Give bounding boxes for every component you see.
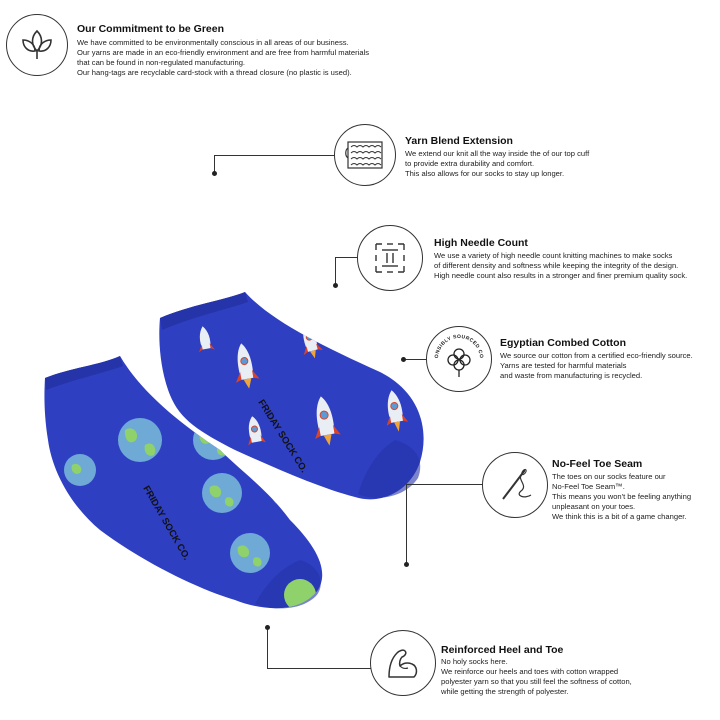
feature-text-line: Our hang-tags are recyclable card-stock … bbox=[77, 68, 352, 77]
cotton-badge-icon: RESPONSIBLY SOURCED COTTON bbox=[427, 327, 484, 377]
needle-thread-icon bbox=[502, 468, 532, 500]
feature-text-line: We source our cotton from a certified ec… bbox=[500, 351, 693, 360]
feature-text-line: that can be found in non-regulated manuf… bbox=[77, 58, 246, 67]
connector-toe bbox=[406, 484, 483, 565]
heel-icon-circle bbox=[370, 630, 436, 696]
feature-no-feel-toe-seam: No-Feel Toe Seam The toes on our socks f… bbox=[482, 452, 692, 521]
feature-text-line: No-Feel Toe Seam™. bbox=[552, 482, 625, 491]
green-icon-circle bbox=[6, 14, 68, 76]
feature-title: No-Feel Toe Seam bbox=[552, 458, 643, 470]
leaves-icon bbox=[22, 29, 52, 59]
feature-text-line: unpleasant on your toes. bbox=[552, 502, 636, 511]
connector-dot bbox=[333, 283, 338, 288]
feature-yarn-blend: Yarn Blend Extension We extend our knit … bbox=[0, 0, 720, 200]
feature-green: Our Commitment to be Green We have commi… bbox=[0, 0, 720, 100]
connector-yarn bbox=[214, 155, 335, 174]
feature-text-line: while getting the strength of polyester. bbox=[441, 687, 569, 696]
connector-dot bbox=[212, 171, 217, 176]
feature-title: Egyptian Combed Cotton bbox=[500, 337, 626, 349]
feature-text-line: This also allows for our socks to stay u… bbox=[405, 169, 565, 178]
cotton-icon-circle: RESPONSIBLY SOURCED COTTON bbox=[426, 326, 492, 392]
connector-needle bbox=[335, 257, 358, 286]
connector-dot bbox=[265, 625, 270, 630]
feature-text-line: We use a variety of high needle count kn… bbox=[434, 251, 673, 260]
feature-text-line: and waste from manufacturing is recycled… bbox=[500, 371, 643, 380]
feature-title: Reinforced Heel and Toe bbox=[441, 644, 564, 656]
toe-seam-icon-circle bbox=[482, 452, 548, 518]
feature-text-line: No holy socks here. bbox=[441, 657, 508, 666]
cotton-flower-icon bbox=[447, 348, 471, 377]
feature-text-line: polyester yarn so that you still feel th… bbox=[441, 677, 632, 686]
feature-text-line: to provide extra durability and comfort. bbox=[405, 159, 535, 168]
feature-title: High Needle Count bbox=[434, 237, 528, 249]
feature-text-line: High needle count also results in a stro… bbox=[434, 271, 688, 280]
feature-text-line: We think this is a bit of a game changer… bbox=[552, 512, 687, 521]
yarn-icon-circle bbox=[334, 124, 396, 186]
connector-dot bbox=[404, 562, 409, 567]
needle-icon-circle bbox=[357, 225, 423, 291]
grid-pattern-icon bbox=[375, 243, 405, 273]
feature-text-line: The toes on our socks feature our bbox=[552, 472, 666, 481]
feature-text-line: We extend our knit all the way inside th… bbox=[405, 149, 590, 158]
connector-dot bbox=[401, 357, 406, 362]
feature-egyptian-cotton: RESPONSIBLY SOURCED COTTON Egyptian Comb… bbox=[426, 326, 693, 392]
connector-heel bbox=[267, 628, 371, 669]
feature-title: Yarn Blend Extension bbox=[405, 135, 513, 147]
feature-text-line: Our yarns are made in an eco-friendly en… bbox=[77, 48, 370, 57]
feature-title: Our Commitment to be Green bbox=[77, 23, 225, 35]
feature-high-needle-count: High Needle Count We use a variety of hi… bbox=[0, 0, 720, 300]
knit-icon bbox=[345, 141, 383, 169]
feature-text-line: We reinforce our heels and toes with cot… bbox=[441, 667, 619, 676]
feature-text-line: This means you won't be feeling anything bbox=[552, 492, 692, 501]
connector-cotton bbox=[404, 359, 426, 360]
feature-text-line: Yarns are tested for harmful materials bbox=[500, 361, 627, 370]
flexed-arm-icon bbox=[388, 649, 418, 678]
feature-text-line: of different density and softness while … bbox=[434, 261, 679, 270]
feature-text-line: We have committed to be environmentally … bbox=[77, 38, 349, 47]
